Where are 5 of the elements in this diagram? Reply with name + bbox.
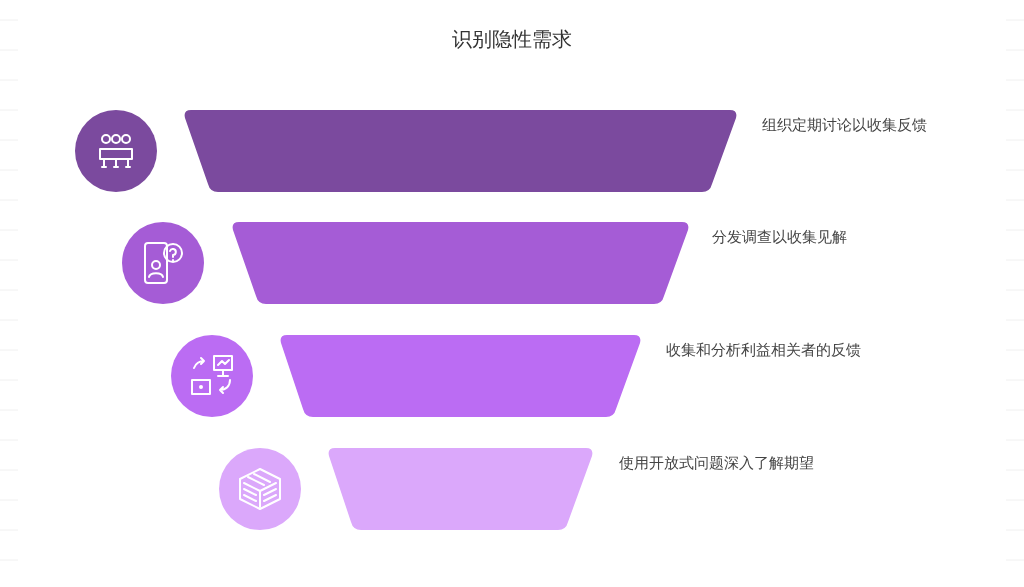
step-label: 收集和分析利益相关者的反馈 — [666, 340, 862, 361]
step-label: 使用开放式问题深入了解期望 — [619, 453, 815, 474]
title: 识别隐性需求 — [451, 26, 573, 53]
step-label: 组织定期讨论以收集反馈 — [762, 115, 928, 136]
step-label: 分发调查以收集见解 — [712, 227, 848, 248]
